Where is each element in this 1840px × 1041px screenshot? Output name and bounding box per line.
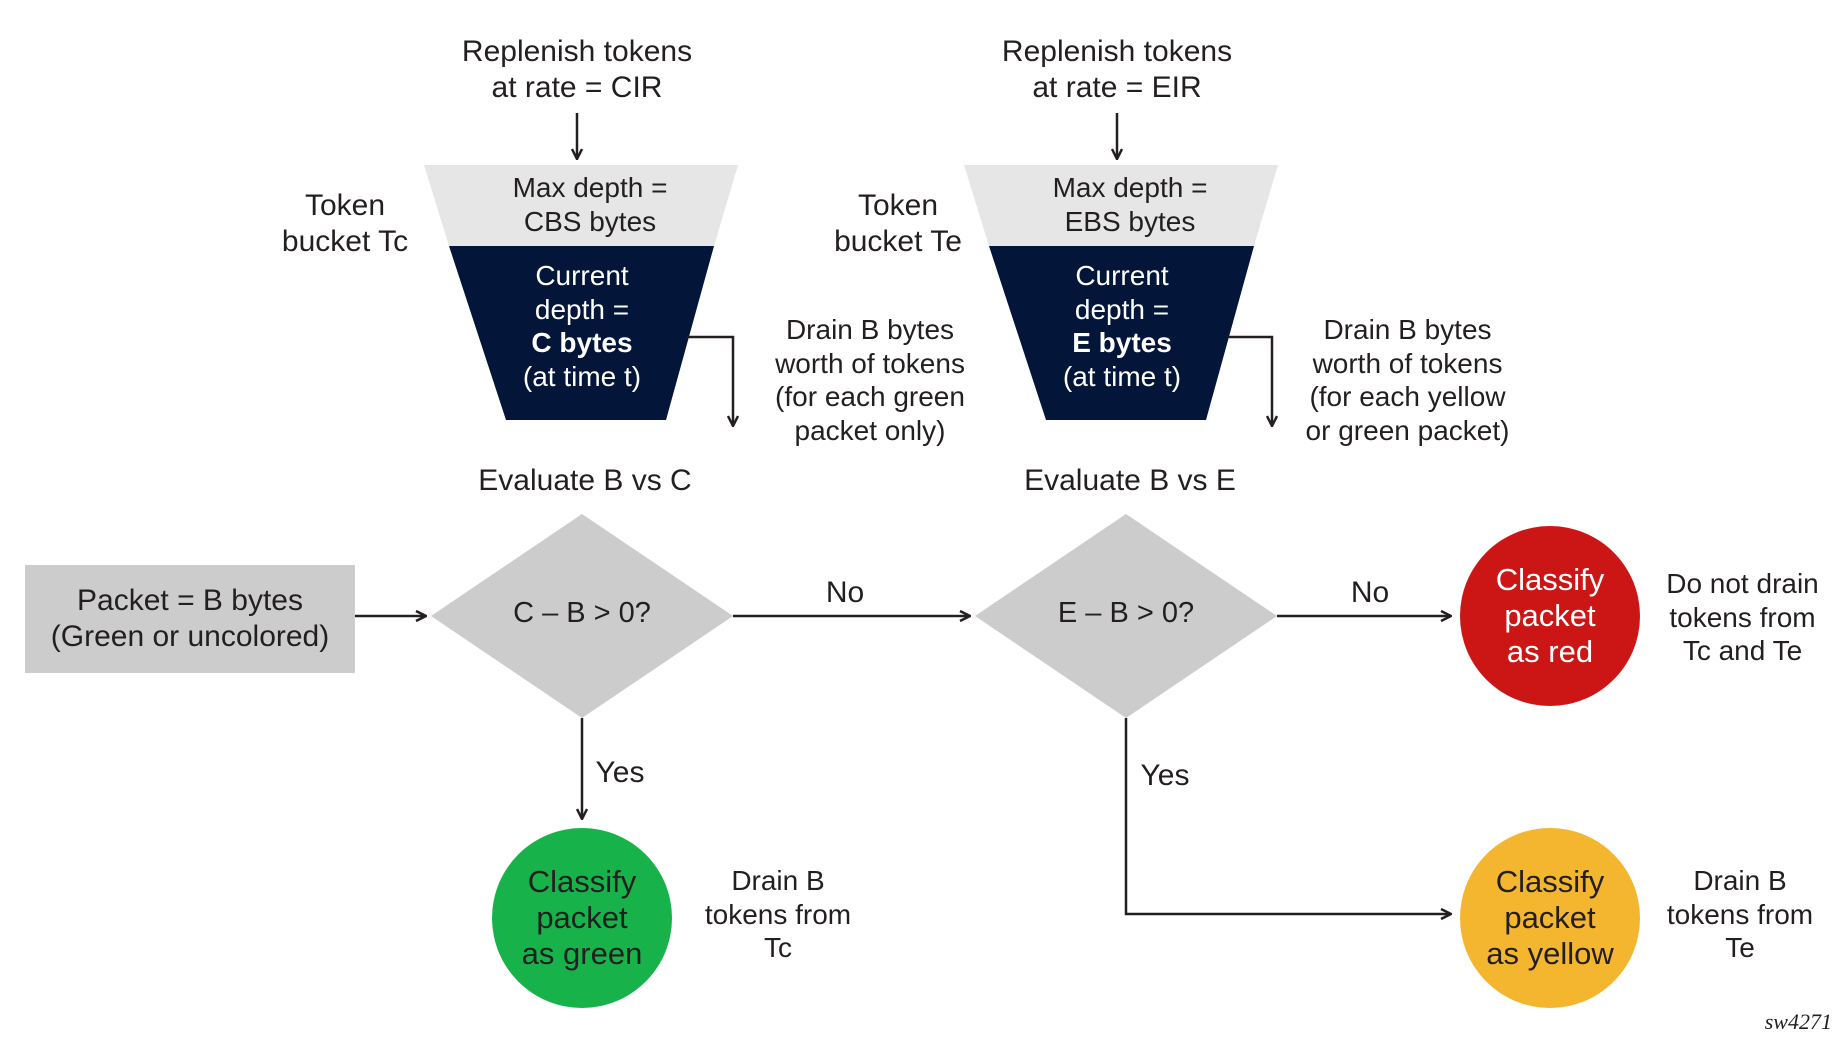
drain-e-arrow: [1227, 335, 1272, 425]
packet-color-label: (Green or uncolored): [50, 620, 330, 653]
outcome-yellow-circle: Classify packet as yellow: [1460, 828, 1640, 1008]
edge-label-yes-e: Yes: [1140, 759, 1190, 792]
decision-c-label: C – B > 0?: [513, 597, 651, 629]
outcome-red-circle: Classify packet as red: [1460, 526, 1640, 706]
bucket-c-max-depth-label: Max depth =CBS bytes: [512, 172, 668, 237]
bucket-c-current-depth-label: Current depth = C bytes (at time t): [522, 260, 642, 392]
packet-box: Packet = B bytes (Green or uncolored): [25, 565, 355, 673]
bucket-c-max-depth-section: [424, 165, 738, 246]
decision-e-label: E – B > 0?: [1057, 597, 1195, 629]
bucket-e-current-depth-section: [989, 246, 1254, 420]
decision-c-diamond: [431, 514, 733, 718]
outcome-green-circle: Classify packet as green: [492, 828, 672, 1008]
bucket-e-max-depth-section: [964, 165, 1278, 246]
packet-size-label: Packet = B bytes: [77, 584, 303, 617]
evaluate-e-label: Evaluate B vs E: [1024, 464, 1236, 497]
edge-label-no-c: No: [825, 576, 865, 609]
bucket-c-current-depth-section: [449, 246, 714, 420]
decision-e-yes-arrow: [1124, 718, 1450, 914]
drain-c-arrow: [687, 335, 733, 425]
figure-id: sw4271: [1764, 1009, 1832, 1034]
edge-label-no-e: No: [1350, 576, 1390, 609]
bucket-e-current-depth-label: Current depth = E bytes (at time t): [1062, 260, 1182, 392]
decision-e-diamond: [975, 514, 1277, 718]
evaluate-c-label: Evaluate B vs C: [478, 464, 692, 497]
bucket-e-max-depth-label: Max depth =EBS bytes: [1052, 172, 1208, 237]
edge-label-yes-c: Yes: [595, 756, 645, 789]
